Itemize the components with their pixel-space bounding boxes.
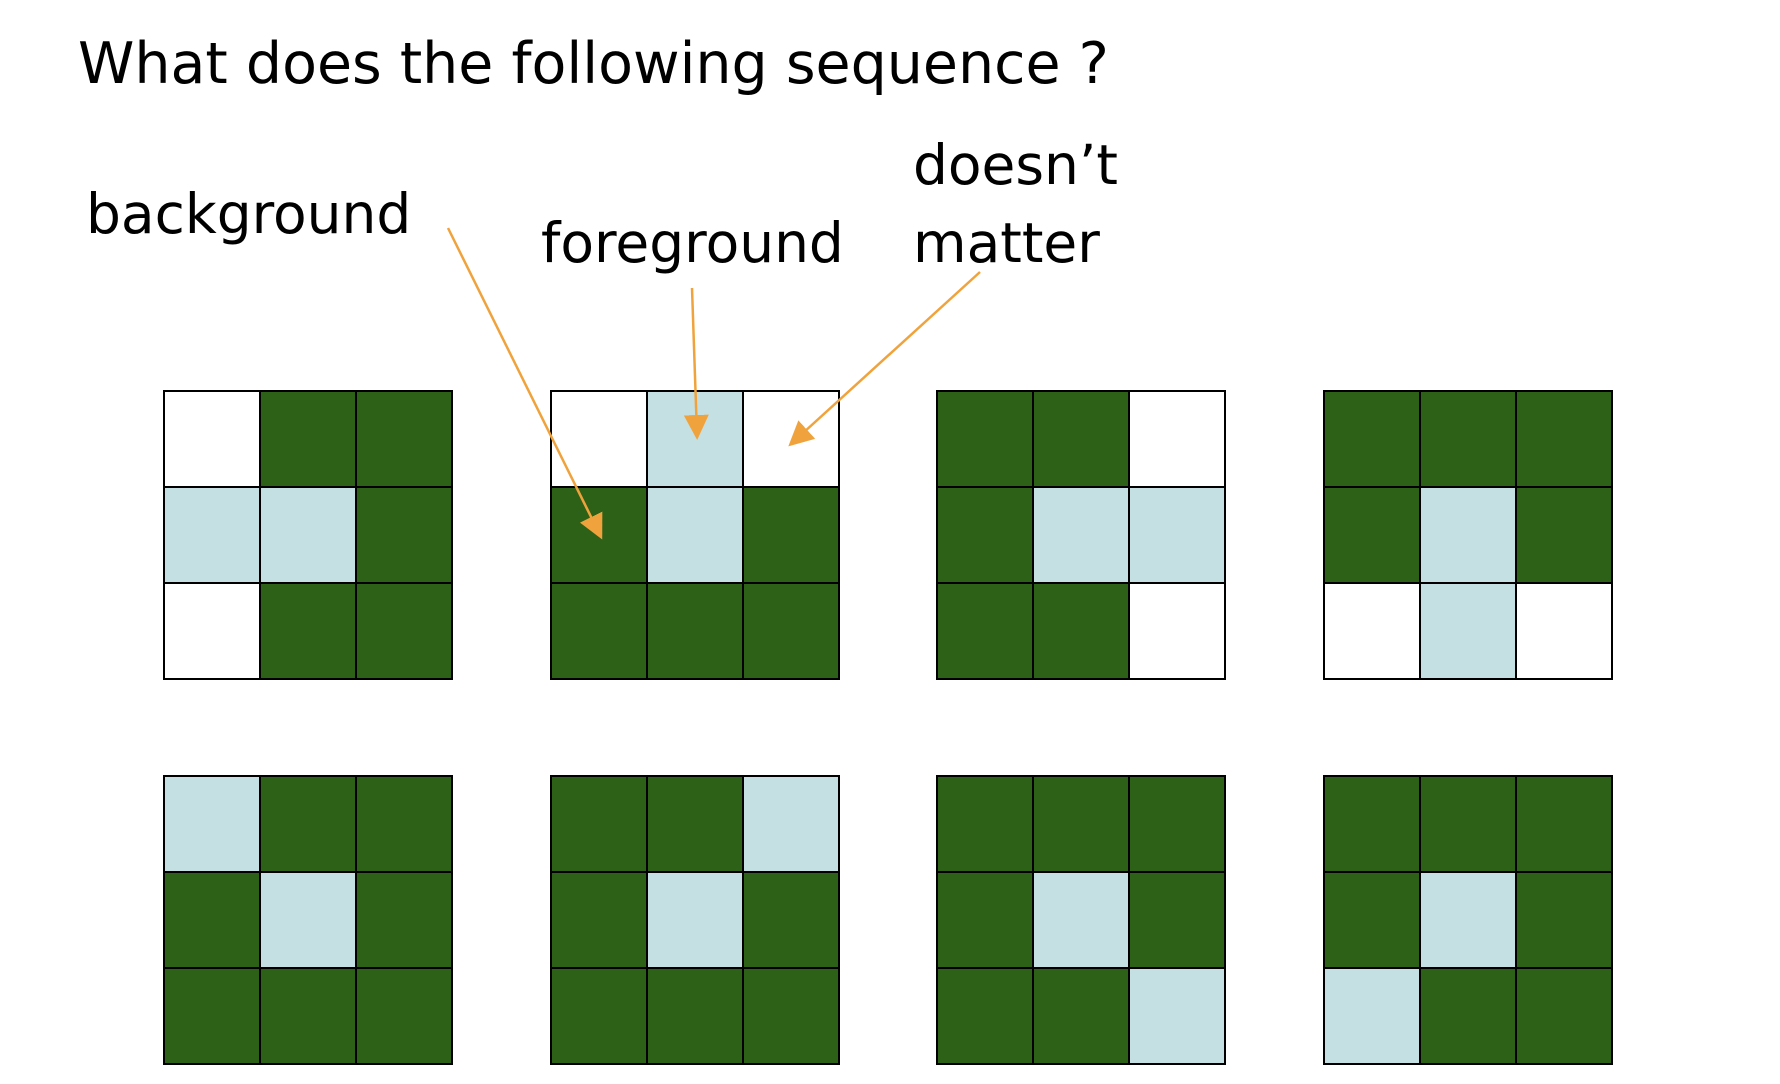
cell-background — [165, 969, 259, 1063]
cell-background — [1034, 584, 1128, 678]
cell-foreground — [1034, 488, 1128, 582]
cell-background — [165, 873, 259, 967]
cell-foreground — [1130, 488, 1224, 582]
cell-background — [648, 584, 742, 678]
cell-foreground — [1325, 969, 1419, 1063]
slide-title: What does the following sequence ? — [78, 31, 1109, 97]
cell-background — [1421, 777, 1515, 871]
cell-foreground — [744, 777, 838, 871]
kernel-grid-4 — [1323, 390, 1613, 680]
cell-background — [938, 584, 1032, 678]
kernel-grid-5 — [163, 775, 453, 1065]
cell-foreground — [261, 873, 355, 967]
label-doesnt-matter: doesn’t matter — [913, 126, 1118, 282]
label-doesnt-matter-line1: doesn’t — [913, 133, 1118, 197]
cell-background — [1325, 488, 1419, 582]
cell-background — [1325, 777, 1419, 871]
cell-background — [552, 969, 646, 1063]
cell-background — [552, 777, 646, 871]
cell-foreground — [648, 392, 742, 486]
cell-foreground — [1034, 873, 1128, 967]
cell-background — [938, 777, 1032, 871]
cell-background — [744, 969, 838, 1063]
cell-doesn-t-matter — [1130, 392, 1224, 486]
cell-doesn-t-matter — [1517, 584, 1611, 678]
cell-foreground — [1130, 969, 1224, 1063]
cell-background — [357, 584, 451, 678]
cell-background — [357, 969, 451, 1063]
cell-background — [357, 488, 451, 582]
cell-background — [744, 584, 838, 678]
cell-background — [552, 584, 646, 678]
cell-background — [744, 488, 838, 582]
label-foreground: foreground — [541, 211, 844, 275]
cell-foreground — [1421, 873, 1515, 967]
cell-doesn-t-matter — [165, 584, 259, 678]
cell-background — [744, 873, 838, 967]
cell-background — [1517, 873, 1611, 967]
cell-background — [357, 777, 451, 871]
cell-background — [261, 969, 355, 1063]
cell-foreground — [165, 777, 259, 871]
kernel-grid-3 — [936, 390, 1226, 680]
cell-foreground — [261, 488, 355, 582]
kernel-grid-6 — [550, 775, 840, 1065]
cell-background — [261, 392, 355, 486]
cell-doesn-t-matter — [1325, 584, 1419, 678]
kernel-grid-8 — [1323, 775, 1613, 1065]
cell-doesn-t-matter — [165, 392, 259, 486]
cell-background — [357, 392, 451, 486]
cell-background — [648, 777, 742, 871]
cell-background — [1517, 969, 1611, 1063]
cell-background — [357, 873, 451, 967]
cell-foreground — [1421, 488, 1515, 582]
cell-background — [552, 488, 646, 582]
cell-background — [1517, 777, 1611, 871]
kernel-grid-2 — [550, 390, 840, 680]
cell-background — [552, 873, 646, 967]
cell-doesn-t-matter — [1130, 584, 1224, 678]
cell-background — [1034, 777, 1128, 871]
label-background: background — [86, 182, 412, 246]
cell-background — [261, 777, 355, 871]
cell-background — [1130, 777, 1224, 871]
kernel-grid-1 — [163, 390, 453, 680]
cell-foreground — [1421, 584, 1515, 678]
cell-background — [1517, 488, 1611, 582]
cell-background — [1325, 873, 1419, 967]
cell-background — [938, 488, 1032, 582]
cell-background — [1034, 392, 1128, 486]
cell-background — [1130, 873, 1224, 967]
cell-background — [938, 969, 1032, 1063]
cell-doesn-t-matter — [552, 392, 646, 486]
cell-doesn-t-matter — [744, 392, 838, 486]
cell-background — [938, 392, 1032, 486]
cell-background — [938, 873, 1032, 967]
cell-foreground — [648, 873, 742, 967]
cell-background — [1325, 392, 1419, 486]
cell-background — [648, 969, 742, 1063]
label-doesnt-matter-line2: matter — [913, 211, 1100, 275]
cell-background — [1421, 969, 1515, 1063]
cell-foreground — [648, 488, 742, 582]
kernel-grid-7 — [936, 775, 1226, 1065]
cell-background — [1421, 392, 1515, 486]
cell-background — [261, 584, 355, 678]
cell-background — [1517, 392, 1611, 486]
cell-background — [1034, 969, 1128, 1063]
cell-foreground — [165, 488, 259, 582]
